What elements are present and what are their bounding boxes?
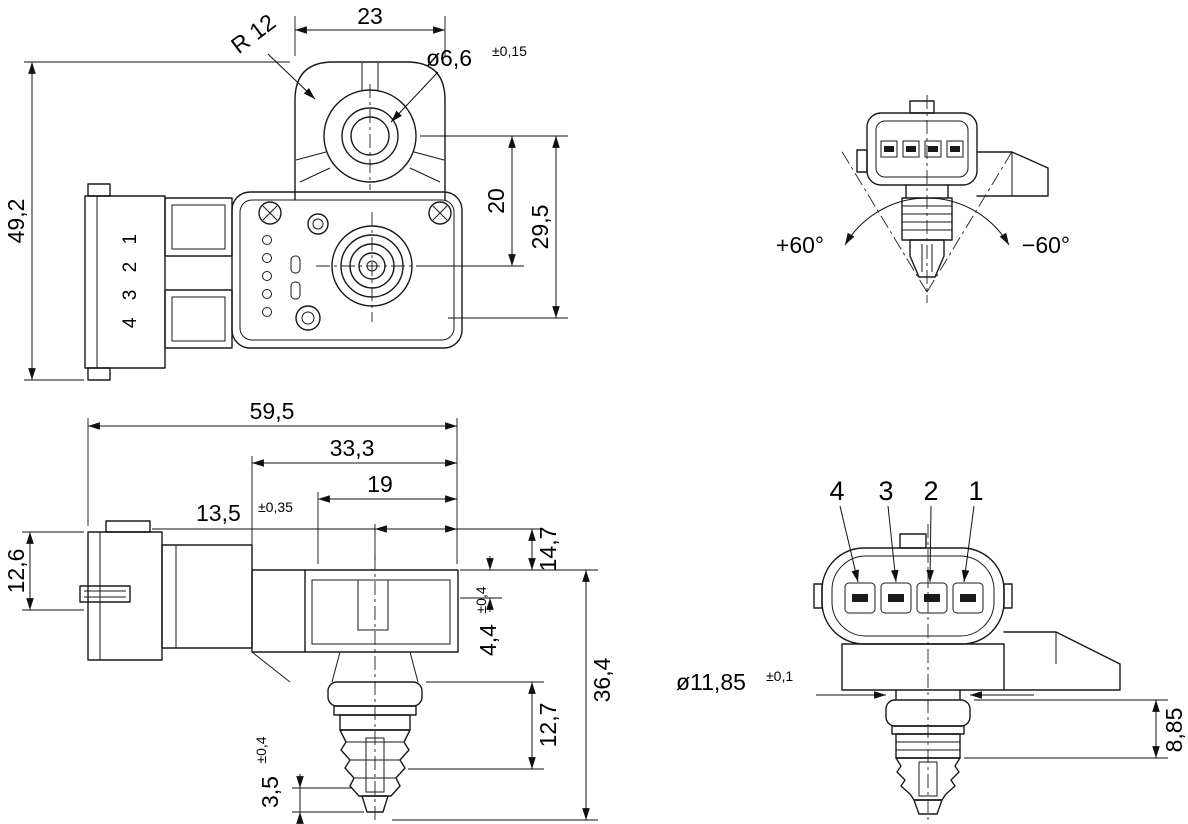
dim-hole-dia: ø6,6 xyxy=(426,45,472,71)
dim-14-7: 14,7 xyxy=(535,527,561,572)
pin-slots xyxy=(844,582,984,614)
dim-r12: R 12 xyxy=(226,9,280,59)
connector-top-view: 4 3 2 1 xyxy=(84,183,233,381)
dim-29-5: 29,5 xyxy=(527,205,553,250)
angle-plus-60: +60° xyxy=(776,232,824,258)
swing-view: +60° −60° xyxy=(776,95,1070,303)
front-view-part xyxy=(813,524,1121,822)
dim-12-6: 12,6 xyxy=(3,549,29,594)
pin-label-4: 4 xyxy=(829,476,844,506)
dim-33-3: 33,3 xyxy=(330,435,375,461)
pin-label-2: 2 xyxy=(923,476,938,506)
top-view-dimensions: 23 R 12 ø6,6 ±0,15 49,2 20 29,5 xyxy=(3,3,568,381)
dim-20: 20 xyxy=(483,188,509,214)
top-view: 4 3 2 1 23 R 12 ø6,6 ±0,15 49,2 20 xyxy=(3,3,568,381)
top-view-part: 4 3 2 1 xyxy=(84,61,463,381)
dim-4-4: 4,4 xyxy=(475,624,501,656)
dim-19: 19 xyxy=(367,471,393,497)
dim-8-85: 8,85 xyxy=(1161,708,1187,753)
pin-label-3: 3 xyxy=(878,476,893,506)
dim-port-dia: ø11,85 xyxy=(676,669,746,695)
dim-36-4: 36,4 xyxy=(589,657,615,702)
dim-13-5-tol: ±0,35 xyxy=(258,499,293,515)
side-view-dimensions: 59,5 33,3 19 13,5 ±0,35 12,6 14,7 4,4 ±0… xyxy=(3,398,615,824)
swing-view-dimensions: +60° −60° xyxy=(776,95,1070,303)
dim-23: 23 xyxy=(357,3,383,29)
dim-49-2: 49,2 xyxy=(3,199,29,244)
dim-hole-dia-tol: ±0,15 xyxy=(492,43,527,59)
vent-holes xyxy=(262,235,301,317)
dim-3-5: 3,5 xyxy=(257,776,283,808)
front-view: 4 3 2 1 ø11,85 ±0,1 8,85 xyxy=(676,476,1187,822)
screw-holes xyxy=(258,201,452,331)
dim-4-4-tol: ±0,4 xyxy=(473,586,489,613)
dim-port-dia-tol: ±0,1 xyxy=(766,668,793,684)
front-view-dimensions: 4 3 2 1 ø11,85 ±0,1 8,85 xyxy=(676,476,1187,759)
dim-59-5: 59,5 xyxy=(250,398,295,424)
swing-view-part xyxy=(856,100,1049,278)
pin-numbers-label: 4 3 2 1 xyxy=(120,228,141,328)
dim-3-5-tol: ±0,4 xyxy=(253,736,269,763)
dim-12-7: 12,7 xyxy=(535,703,561,748)
side-view-part xyxy=(79,520,459,822)
pin-label-1: 1 xyxy=(968,476,983,506)
angle-minus-60: −60° xyxy=(1022,232,1070,258)
dim-13-5: 13,5 xyxy=(196,500,241,526)
side-view: 59,5 33,3 19 13,5 ±0,35 12,6 14,7 4,4 ±0… xyxy=(3,398,615,824)
